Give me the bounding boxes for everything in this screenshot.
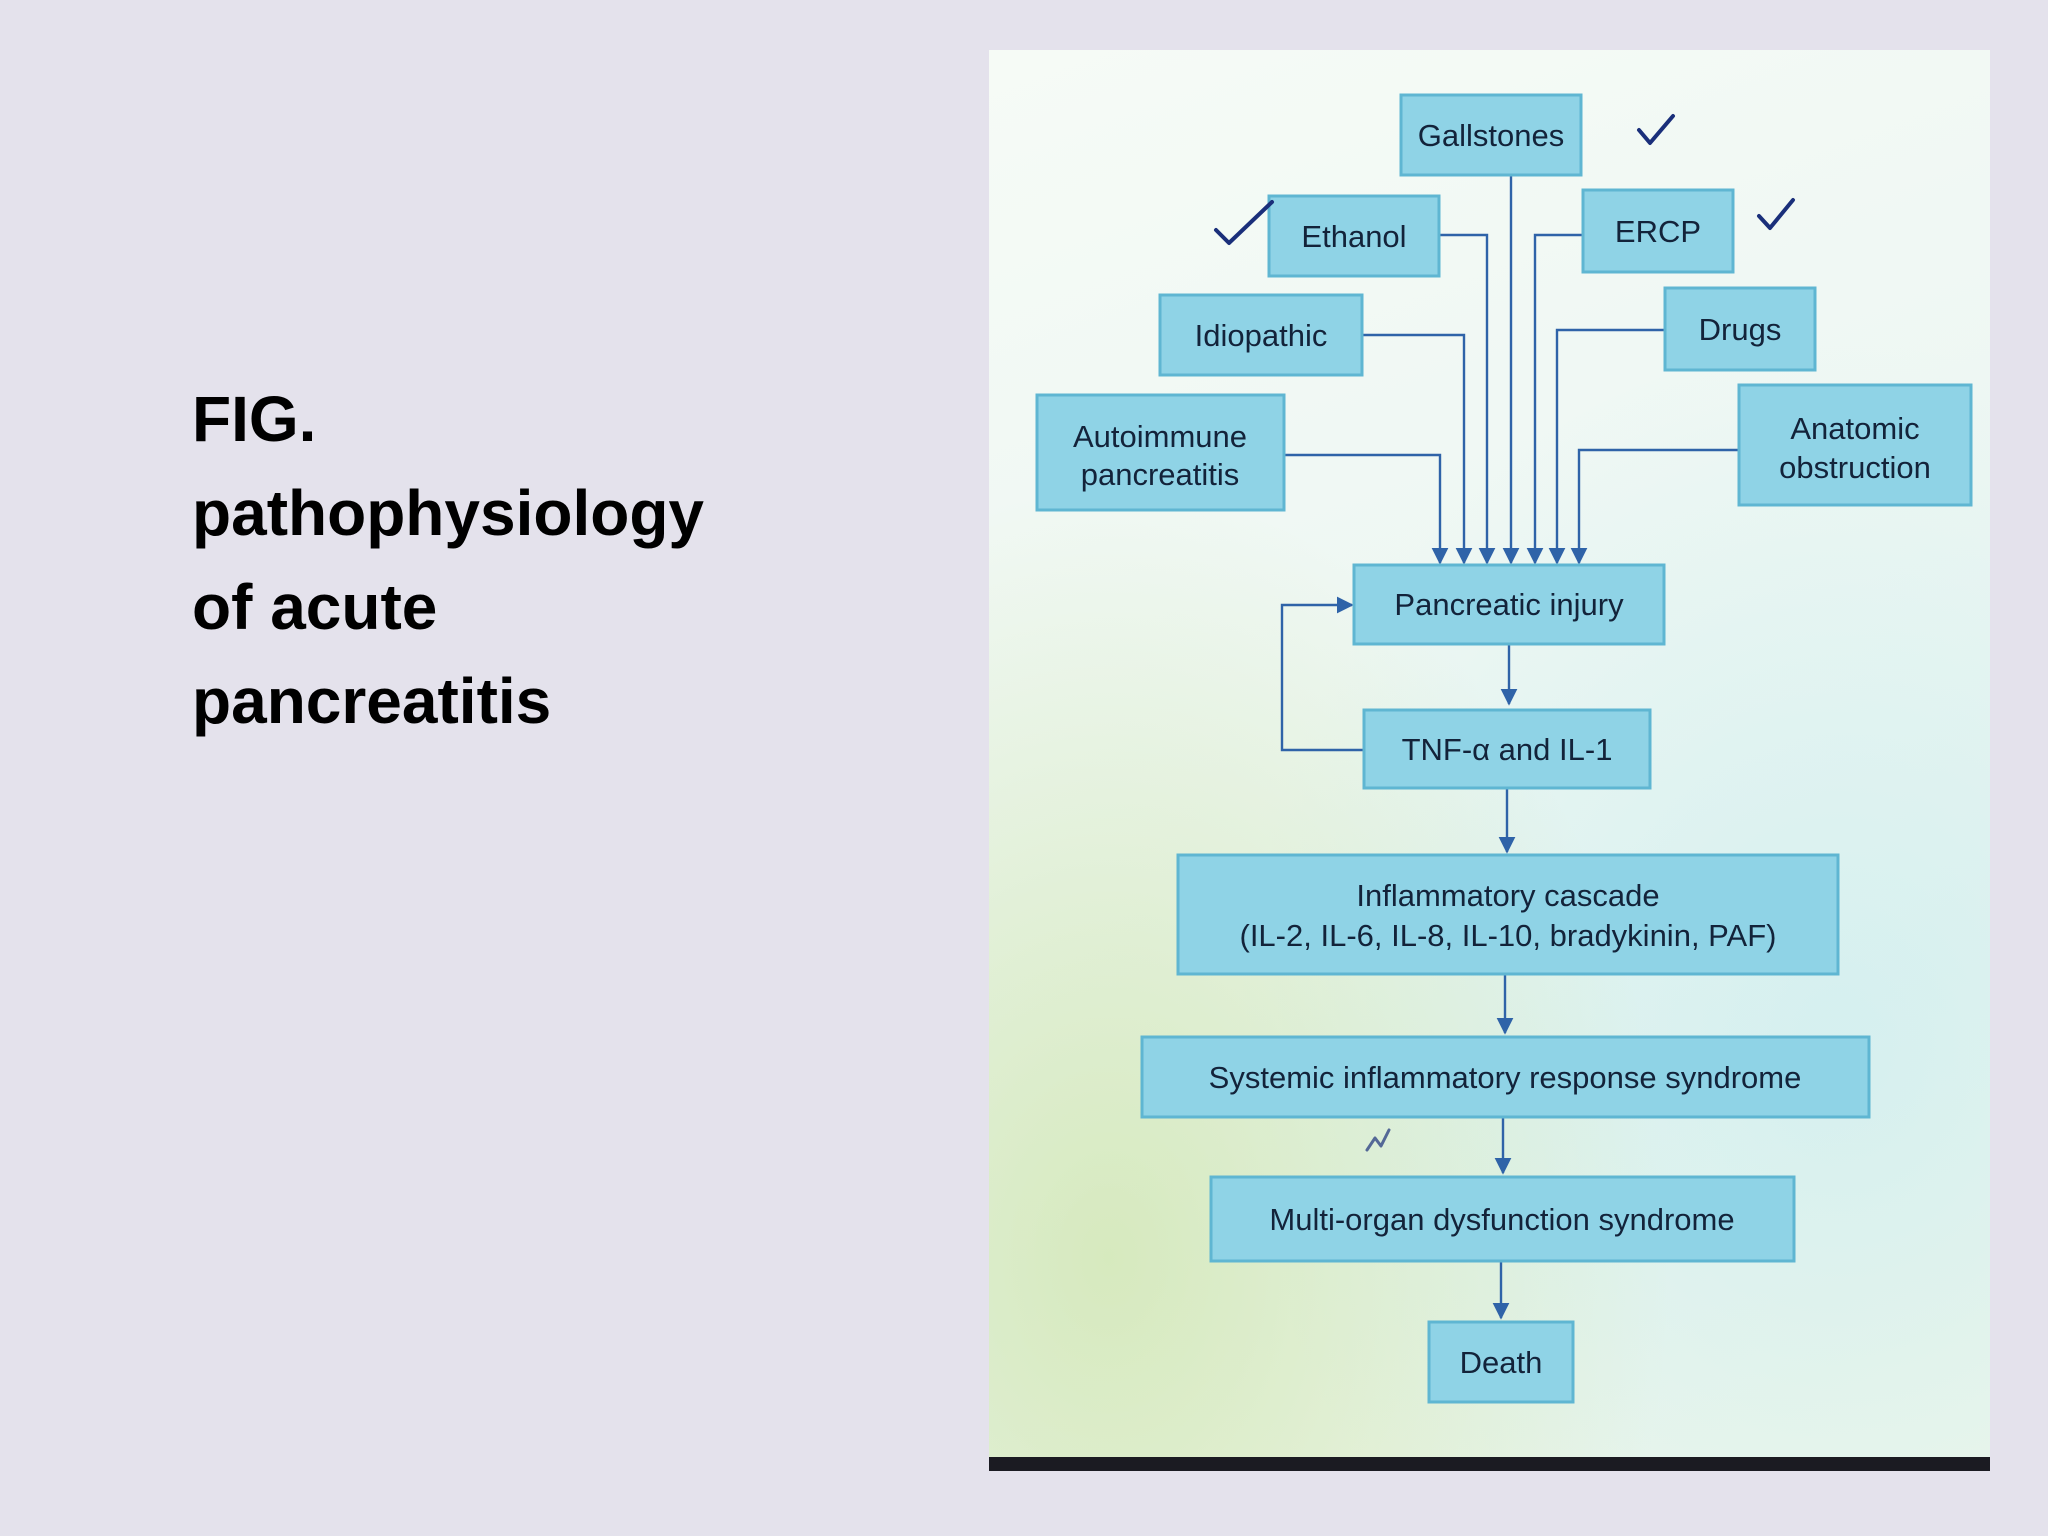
chain-arrows	[1280, 596, 1518, 1320]
box-ethanol: Ethanol	[1267, 194, 1441, 278]
cascade-label-line2: (IL-2, IL-6, IL-8, IL-10, bradykinin, PA…	[1240, 918, 1777, 953]
box-autoimmune: Autoimmune pancreatitis	[1035, 393, 1286, 512]
arrow-idiopathic	[1362, 333, 1473, 565]
box-drugs: Drugs	[1663, 286, 1817, 372]
autoimmune-label-line2: pancreatitis	[1081, 457, 1240, 492]
box-mods: Multi-organ dysfunction syndrome	[1209, 1175, 1796, 1263]
pen-scribble-icon	[1365, 1128, 1391, 1152]
title-line: pancreatitis	[192, 665, 552, 737]
mods-label: Multi-organ dysfunction syndrome	[1269, 1202, 1734, 1237]
death-label: Death	[1460, 1345, 1543, 1380]
ercp-label: ERCP	[1615, 214, 1701, 249]
cause-arrows	[1284, 175, 1739, 565]
box-idiopathic: Idiopathic	[1158, 293, 1364, 377]
arrow-drugs	[1548, 328, 1665, 565]
cascade-label-line1: Inflammatory cascade	[1356, 878, 1659, 913]
arrow-tnf-feedback	[1280, 596, 1364, 752]
box-anatomic: Anatomic obstruction	[1737, 383, 1973, 507]
check-mark-icon	[1214, 200, 1274, 245]
box-tnf: TNF-α and IL-1	[1362, 708, 1652, 790]
ethanol-label: Ethanol	[1301, 219, 1406, 254]
arrow-anatomic	[1570, 448, 1739, 565]
cropped-caption-strip	[989, 1457, 1990, 1471]
idiopathic-label: Idiopathic	[1195, 318, 1328, 353]
box-gallstones: Gallstones	[1399, 93, 1583, 177]
diagram-photo: Gallstones Ethanol ERCP Idiopathic Drugs…	[989, 50, 1990, 1471]
title-line: pathophysiology	[192, 477, 704, 549]
box-pancreatic-injury: Pancreatic injury	[1352, 563, 1666, 646]
box-sirs: Systemic inflammatory response syndrome	[1140, 1035, 1871, 1119]
box-death: Death	[1427, 1320, 1575, 1404]
arrow-ercp	[1526, 233, 1583, 565]
gallstones-label: Gallstones	[1418, 118, 1564, 153]
autoimmune-label-line1: Autoimmune	[1073, 419, 1247, 454]
sirs-label: Systemic inflammatory response syndrome	[1209, 1060, 1802, 1095]
drugs-label: Drugs	[1699, 312, 1782, 347]
title-line: FIG.	[192, 383, 317, 455]
anatomic-label-line2: obstruction	[1779, 450, 1931, 485]
flow-diagram: Gallstones Ethanol ERCP Idiopathic Drugs…	[1035, 93, 1973, 1404]
arrow-autoimmune	[1284, 453, 1449, 565]
arrow-ethanol	[1439, 233, 1496, 565]
title-line: of acute	[192, 571, 438, 643]
box-inflammatory-cascade: Inflammatory cascade (IL-2, IL-6, IL-8, …	[1176, 853, 1840, 976]
slide-title: FIG. pathophysiology of acute pancreatit…	[192, 372, 812, 748]
pancreatic-injury-label: Pancreatic injury	[1394, 587, 1624, 622]
check-mark-icon	[1757, 198, 1795, 230]
anatomic-label-line1: Anatomic	[1790, 411, 1919, 446]
tnf-label: TNF-α and IL-1	[1402, 732, 1613, 767]
check-mark-icon	[1637, 114, 1675, 145]
box-ercp: ERCP	[1581, 188, 1735, 274]
